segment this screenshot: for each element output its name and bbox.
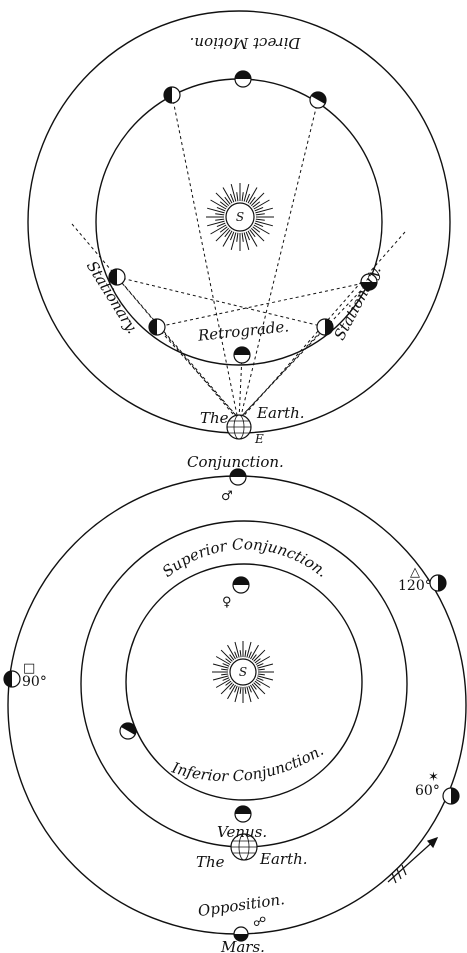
sun-ray <box>240 650 241 657</box>
sun-ray <box>237 192 238 201</box>
label-direct-motion: Direct Motion. <box>190 34 302 52</box>
sun-label-bottom: S <box>239 665 247 679</box>
sun-ray <box>242 233 243 242</box>
sun-ray <box>244 184 249 201</box>
quadrature-deg: 90° <box>22 674 47 690</box>
label-the-bottom: The <box>196 853 225 871</box>
sun-ray <box>245 650 246 657</box>
label-earth-top: Earth. <box>256 404 305 422</box>
sun-bottom: S <box>212 641 274 703</box>
sun-ray <box>231 184 236 201</box>
sun-ray <box>242 192 243 201</box>
label-opposition: Opposition. <box>197 890 286 920</box>
sextile-deg: 60° <box>415 783 440 799</box>
label-the-top: The <box>200 409 229 427</box>
label-stationary-right: Stationary. <box>330 262 384 343</box>
mars-symbol-top: ♂ <box>221 489 233 504</box>
top-diagram: S Direct Motion. Stationary. Stationary.… <box>28 11 450 446</box>
sun-ray <box>207 208 224 213</box>
sun-ray <box>244 232 249 249</box>
sun-ray <box>237 233 238 242</box>
bottom-diagram: S Conjunction. ♂ Superi <box>4 453 466 953</box>
sun-ray <box>258 674 265 675</box>
label-superior-conjunction: Superior Conjunction. <box>159 535 332 581</box>
trine-deg: 120° <box>398 578 432 594</box>
motion-arrow <box>388 838 437 883</box>
opposition-symbol: ☍ <box>253 915 266 930</box>
sun-ray <box>240 687 241 694</box>
sun-ray <box>256 214 265 215</box>
label-inferior-conjunction: Inferior Conjunction. <box>169 741 327 785</box>
sun-label-top: S <box>236 210 244 224</box>
label-retrograde: Retrograde. <box>196 317 290 345</box>
sun-ray <box>221 674 228 675</box>
planet-retro-left <box>149 319 165 335</box>
sun-ray <box>215 219 224 220</box>
sun-ray <box>221 669 228 670</box>
earth-globe-top <box>227 415 251 439</box>
sun-ray <box>255 221 272 226</box>
sun-ray <box>256 219 265 220</box>
label-mars: Mars. <box>220 938 265 953</box>
label-e: E <box>254 432 264 446</box>
sun-ray <box>207 221 224 226</box>
mars-quadrature <box>4 671 20 687</box>
planet-top-direct <box>235 71 251 87</box>
venus-inferior <box>235 806 251 822</box>
sight-lines <box>72 95 405 420</box>
mars-conjunction <box>230 469 246 485</box>
planet-retro-bottom <box>234 347 250 363</box>
venus-superior <box>233 577 249 593</box>
mars-sextile <box>443 788 459 804</box>
venus-elongation <box>120 723 136 739</box>
label-conjunction: Conjunction. <box>187 453 284 471</box>
label-venus: Venus. <box>217 823 267 841</box>
mars-trine <box>430 575 446 591</box>
sun-ray <box>215 214 224 215</box>
venus-symbol: ♀ <box>222 595 232 610</box>
planet-left-direct <box>164 87 180 103</box>
label-earth-bottom: Earth. <box>259 850 308 868</box>
sun-ray <box>258 669 265 670</box>
sun-ray <box>231 232 236 249</box>
sun-top: S <box>206 183 274 251</box>
label-stationary-left: Stationary. <box>83 258 142 337</box>
sun-ray <box>255 208 272 213</box>
sun-ray <box>245 687 246 694</box>
